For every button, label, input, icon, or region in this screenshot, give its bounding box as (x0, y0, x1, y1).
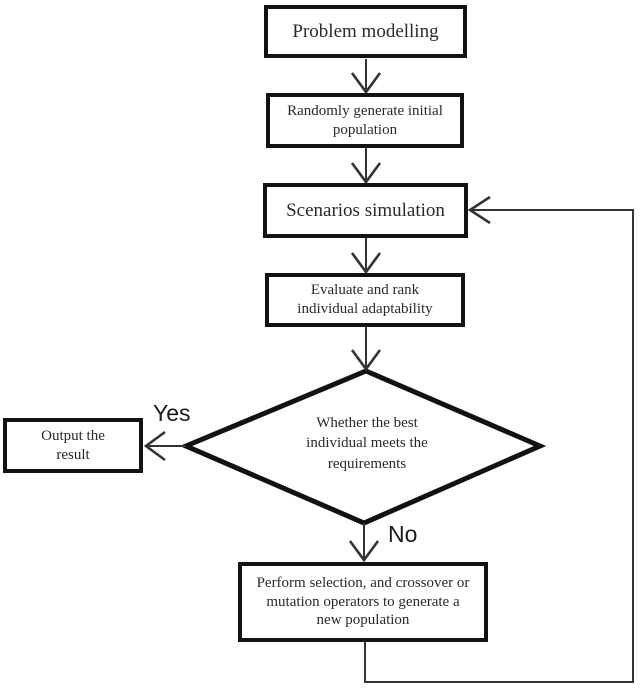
node-evaluate-rank-label: Evaluate and rank individual adaptabilit… (297, 282, 433, 317)
arrow-simulate-to-evaluate (350, 238, 382, 275)
arrow-decision-to-perform (348, 523, 380, 563)
edge-label-yes: Yes (153, 400, 191, 426)
node-problem-modelling: Problem modelling (264, 5, 467, 58)
arrow-problem-to-generate (350, 59, 382, 95)
arrow-decision-to-output (143, 430, 186, 462)
node-perform-selection: Perform selection, and crossover or muta… (238, 562, 488, 642)
node-decision-label: Whether the best individual meets the re… (306, 415, 428, 472)
node-output-result-label: Output the result (41, 427, 105, 463)
node-output-result: Output the result (3, 418, 143, 473)
node-generate-population: Randomly generate initial population (266, 93, 464, 148)
node-perform-selection-label: Perform selection, and crossover or muta… (256, 574, 470, 629)
edge-label-no: No (388, 521, 418, 547)
node-evaluate-rank: Evaluate and rank individual adaptabilit… (265, 273, 465, 327)
arrow-evaluate-to-decision (350, 327, 382, 372)
arrow-feedback-loop (364, 195, 634, 683)
node-problem-modelling-label: Problem modelling (292, 20, 439, 42)
node-scenarios-simulation-label: Scenarios simulation (286, 199, 445, 221)
arrow-generate-to-simulate (350, 148, 382, 185)
node-scenarios-simulation: Scenarios simulation (263, 183, 468, 238)
node-generate-population-label: Randomly generate initial population (287, 102, 443, 138)
